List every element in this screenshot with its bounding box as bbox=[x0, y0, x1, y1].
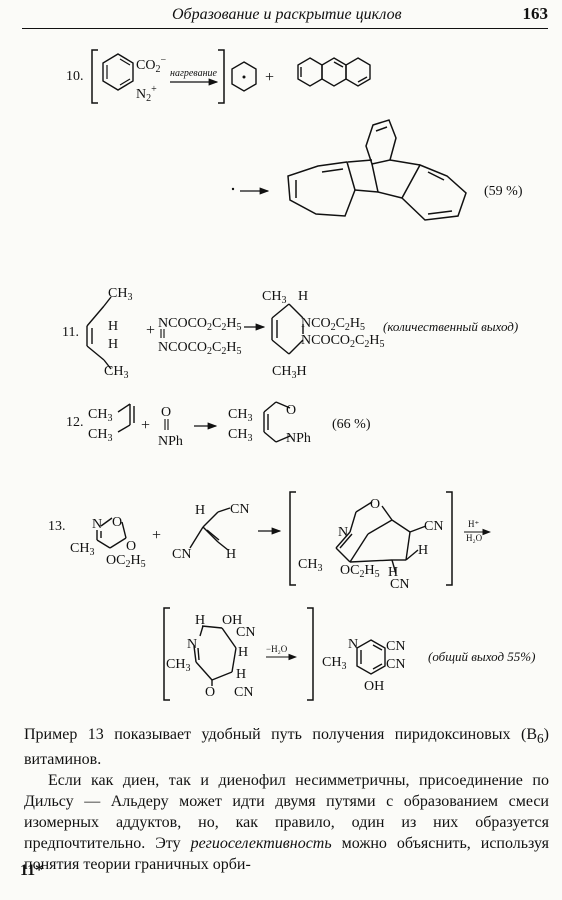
signature-mark: 11* bbox=[20, 862, 44, 879]
triptycene bbox=[287, 119, 467, 221]
svg-text:H: H bbox=[388, 565, 398, 580]
svg-text:CH3: CH3 bbox=[322, 655, 346, 672]
yield-label: (количественный выход) bbox=[383, 319, 518, 334]
svg-text:OH: OH bbox=[222, 613, 242, 628]
reaction-number: 12. bbox=[66, 415, 84, 430]
svg-text:+: + bbox=[146, 322, 155, 339]
svg-text:+: + bbox=[152, 527, 161, 544]
reaction-number: 10. bbox=[66, 69, 84, 84]
svg-text:N: N bbox=[92, 517, 102, 532]
svg-text:H: H bbox=[418, 543, 428, 558]
svg-text:H: H bbox=[238, 645, 248, 660]
pyridine-ring bbox=[356, 639, 386, 675]
reaction-12: 12. CH3 CH3 + O NPh CH3 CH3 O NPh (66 %) bbox=[66, 401, 371, 449]
svg-text:H₂O: H₂O bbox=[466, 533, 483, 543]
reaction-10: 10. CO2− N2+ нагревание + bbox=[66, 49, 523, 221]
svg-text:CH3: CH3 bbox=[228, 407, 252, 424]
svg-text:CH3: CH3 bbox=[262, 289, 286, 306]
svg-text:−H₂O: −H₂O bbox=[266, 644, 288, 654]
svg-text:H: H bbox=[236, 667, 246, 682]
svg-text:H⁺: H⁺ bbox=[468, 519, 479, 529]
svg-text:O: O bbox=[370, 497, 380, 512]
svg-text:CN: CN bbox=[236, 625, 255, 640]
benzyne-ring bbox=[231, 61, 257, 92]
svg-text:CH3H: CH3H bbox=[272, 364, 307, 381]
svg-text:N: N bbox=[348, 637, 358, 652]
tetrahydropyridazine bbox=[271, 303, 304, 355]
reaction-schemes: 10. CO2− N2+ нагревание + bbox=[48, 49, 535, 701]
svg-text:CH3: CH3 bbox=[88, 427, 112, 444]
svg-text:H: H bbox=[226, 547, 236, 562]
svg-text:CH3: CH3 bbox=[108, 286, 132, 303]
running-header: Образование и раскрытие циклов 163 bbox=[22, 4, 549, 29]
svg-text:CN: CN bbox=[390, 577, 409, 592]
svg-text:NCOCO2C2H5: NCOCO2C2H5 bbox=[301, 333, 384, 350]
hexatriene bbox=[86, 296, 112, 370]
body-text: Пример 13 показывает удобный путь получе… bbox=[24, 724, 549, 875]
reaction-number: 11. bbox=[62, 325, 79, 340]
svg-text:H: H bbox=[298, 289, 308, 304]
condition-label: нагревание bbox=[170, 68, 218, 79]
dihydropyridinone bbox=[193, 625, 237, 686]
svg-text:CN: CN bbox=[424, 519, 443, 534]
reaction-11: 11. CH3 H H CH3 + NCOCO2C2H5 NCOCO2C2H5 … bbox=[62, 286, 518, 381]
svg-text:CN: CN bbox=[234, 685, 253, 700]
svg-text:N: N bbox=[187, 637, 197, 652]
svg-text:CO2−: CO2− bbox=[136, 55, 166, 75]
reaction-number: 13. bbox=[48, 519, 66, 534]
oxazine-ring bbox=[263, 401, 291, 443]
yield-label: (общий выход 55%) bbox=[428, 649, 535, 664]
page-number: 163 bbox=[522, 4, 549, 23]
oxazole-ring bbox=[96, 517, 127, 549]
svg-text:N2+: N2+ bbox=[136, 84, 157, 104]
svg-text:O: O bbox=[112, 515, 122, 530]
svg-text:N: N bbox=[338, 525, 348, 540]
svg-text:CH3: CH3 bbox=[104, 364, 128, 381]
svg-text:O: O bbox=[126, 539, 136, 554]
svg-text:CH3: CH3 bbox=[228, 427, 252, 444]
reaction-13: 13. N O O CH3 OC2H5 + CN H CN H bbox=[48, 491, 535, 701]
svg-text:O: O bbox=[161, 405, 171, 420]
svg-text:CH3: CH3 bbox=[166, 657, 190, 674]
svg-text:NCOCO2C2H5: NCOCO2C2H5 bbox=[158, 340, 241, 357]
svg-text:OC2H5: OC2H5 bbox=[106, 553, 146, 570]
svg-text:OC2H5: OC2H5 bbox=[340, 563, 380, 580]
anthracene bbox=[297, 57, 371, 87]
header-title: Образование и раскрытие циклов bbox=[172, 6, 402, 23]
bicyclic-adduct bbox=[335, 501, 427, 575]
svg-text:CH3: CH3 bbox=[298, 557, 322, 574]
yield-label: (59 %) bbox=[484, 184, 523, 199]
svg-text:H: H bbox=[108, 319, 118, 334]
svg-text:CH3: CH3 bbox=[70, 541, 94, 558]
svg-text:NPh: NPh bbox=[286, 431, 311, 446]
svg-text:NCO2C2H5: NCO2C2H5 bbox=[301, 316, 365, 333]
svg-text:CN: CN bbox=[386, 657, 405, 672]
svg-text:H: H bbox=[195, 503, 205, 518]
svg-text:CN: CN bbox=[386, 639, 405, 654]
svg-text:+: + bbox=[265, 69, 274, 86]
paragraph-1: Пример 13 показывает удобный путь получе… bbox=[24, 726, 549, 769]
svg-text:CN: CN bbox=[172, 547, 191, 562]
svg-text:CH3: CH3 bbox=[88, 407, 112, 424]
paragraph-2: Если как диен, так и диенофил несимметри… bbox=[24, 772, 549, 874]
svg-text:+: + bbox=[141, 417, 150, 434]
svg-text:NCOCO2C2H5: NCOCO2C2H5 bbox=[158, 316, 241, 333]
svg-text:NPh: NPh bbox=[158, 434, 183, 449]
yield-label: (66 %) bbox=[332, 417, 371, 432]
svg-text:O: O bbox=[286, 403, 296, 418]
svg-text:H: H bbox=[108, 337, 118, 352]
svg-text:H: H bbox=[195, 613, 205, 628]
benzene-ring bbox=[102, 53, 134, 91]
svg-text:OH: OH bbox=[364, 679, 384, 694]
svg-text:CN: CN bbox=[230, 502, 249, 517]
svg-text:O: O bbox=[205, 685, 215, 700]
